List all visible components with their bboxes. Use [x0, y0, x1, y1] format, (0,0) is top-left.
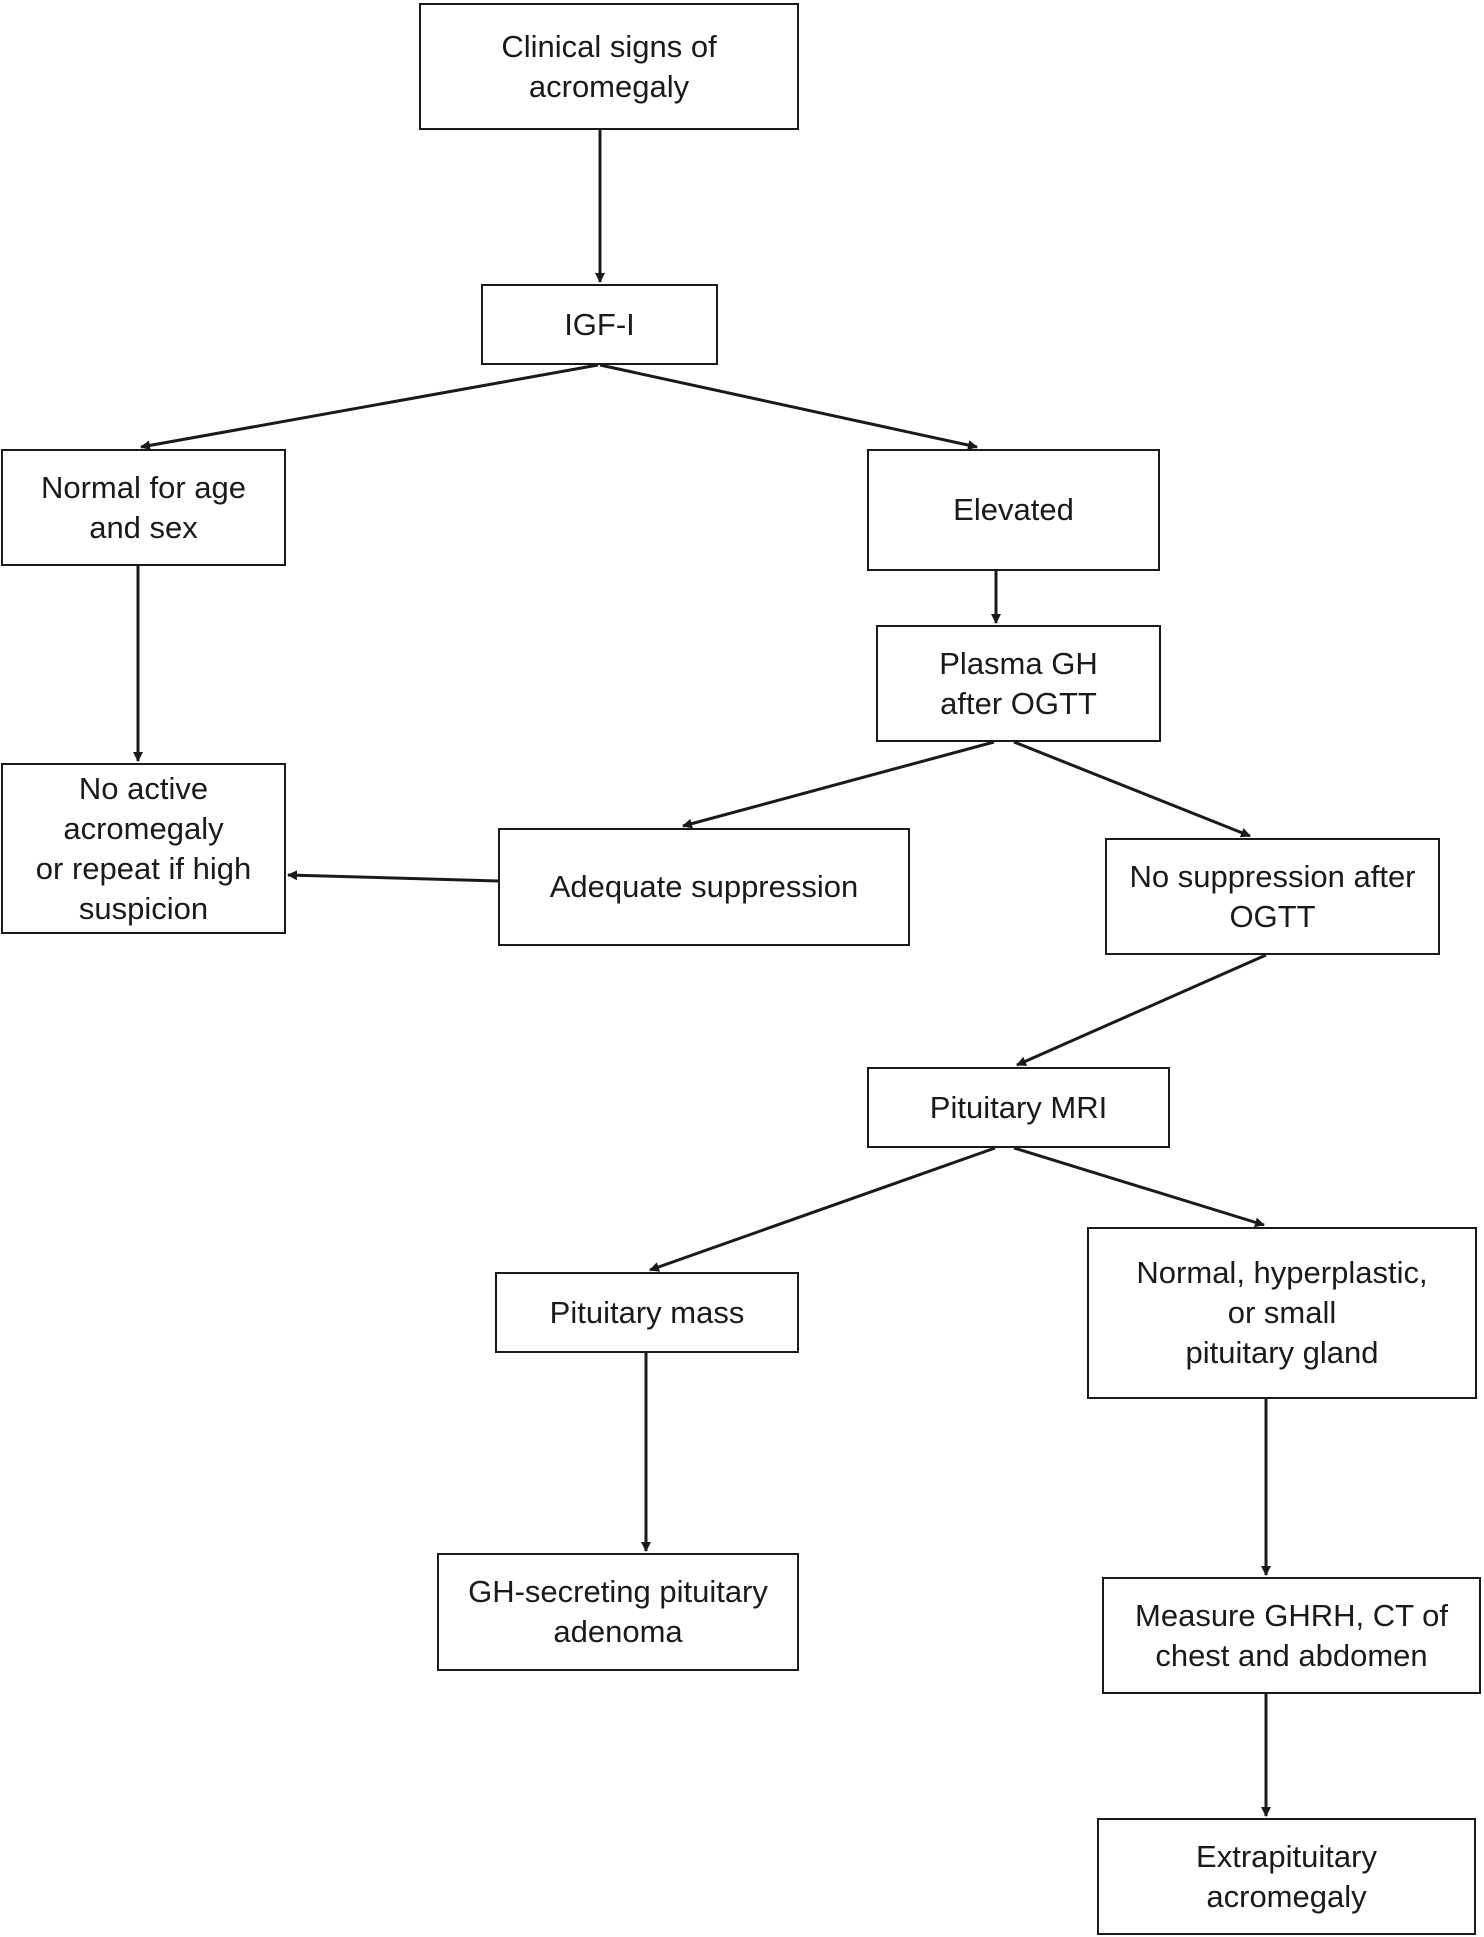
- node-plasma-gh: Plasma GH after OGTT: [876, 625, 1161, 742]
- node-igf1: IGF-I: [481, 284, 718, 365]
- node-plasma-gh-label: Plasma GH after OGTT: [939, 645, 1098, 721]
- arrow-mri-to-normal-gland: [1013, 1146, 1265, 1228]
- arrow-igf1-to-elevated: [599, 363, 978, 450]
- arrow-no-suppression-to-mri: [1016, 953, 1267, 1067]
- node-adequate-suppression-label: Adequate suppression: [549, 869, 859, 904]
- arrow-igf1-to-normal: [140, 363, 599, 451]
- node-measure-ghrh: Measure GHRH, CT of chest and abdomen: [1102, 1577, 1481, 1694]
- node-pituitary-mri-label: Pituitary MRI: [929, 1089, 1108, 1125]
- node-clinical-signs-label: Clinical signs of acromegaly: [501, 28, 717, 104]
- node-igf1-label: IGF-I: [564, 306, 635, 342]
- node-normal-age-sex-label: Normal for age and sex: [40, 469, 247, 545]
- node-no-active-acromegaly-label: No active acromegaly or repeat if high s…: [35, 770, 252, 926]
- node-no-suppression-label: No suppression after OGTT: [1129, 858, 1416, 934]
- node-extrapituitary-acromegaly-label: Extrapituitary acromegaly: [1196, 1838, 1377, 1914]
- node-elevated: Elevated: [867, 449, 1160, 571]
- node-pituitary-mass: Pituitary mass: [495, 1272, 799, 1353]
- node-elevated-label: Elevated: [953, 492, 1074, 527]
- node-measure-ghrh-label: Measure GHRH, CT of chest and abdomen: [1135, 1597, 1448, 1673]
- arrow-plasma-gh-to-no-suppression: [1013, 740, 1251, 838]
- node-normal-hyperplastic-gland: Normal, hyperplastic, or small pituitary…: [1087, 1227, 1477, 1399]
- node-adequate-suppression: Adequate suppression: [498, 828, 910, 946]
- node-gh-secreting-adenoma-label: GH-secreting pituitary adenoma: [468, 1574, 768, 1649]
- arrow-adequate-to-no-active: [287, 870, 499, 883]
- node-extrapituitary-acromegaly: Extrapituitary acromegaly: [1097, 1818, 1476, 1935]
- node-normal-hyperplastic-gland-label: Normal, hyperplastic, or small pituitary…: [1136, 1255, 1428, 1370]
- arrow-plasma-gh-to-adequate: [682, 740, 995, 829]
- node-normal-age-sex: Normal for age and sex: [1, 449, 286, 566]
- node-no-active-acromegaly: No active acromegaly or repeat if high s…: [1, 763, 286, 934]
- node-no-suppression: No suppression after OGTT: [1105, 838, 1440, 955]
- arrow-mri-to-pituitary-mass: [649, 1146, 996, 1272]
- node-gh-secreting-adenoma: GH-secreting pituitary adenoma: [437, 1553, 799, 1671]
- node-clinical-signs: Clinical signs of acromegaly: [419, 3, 799, 130]
- node-pituitary-mri: Pituitary MRI: [867, 1067, 1170, 1148]
- node-pituitary-mass-label: Pituitary mass: [549, 1294, 745, 1330]
